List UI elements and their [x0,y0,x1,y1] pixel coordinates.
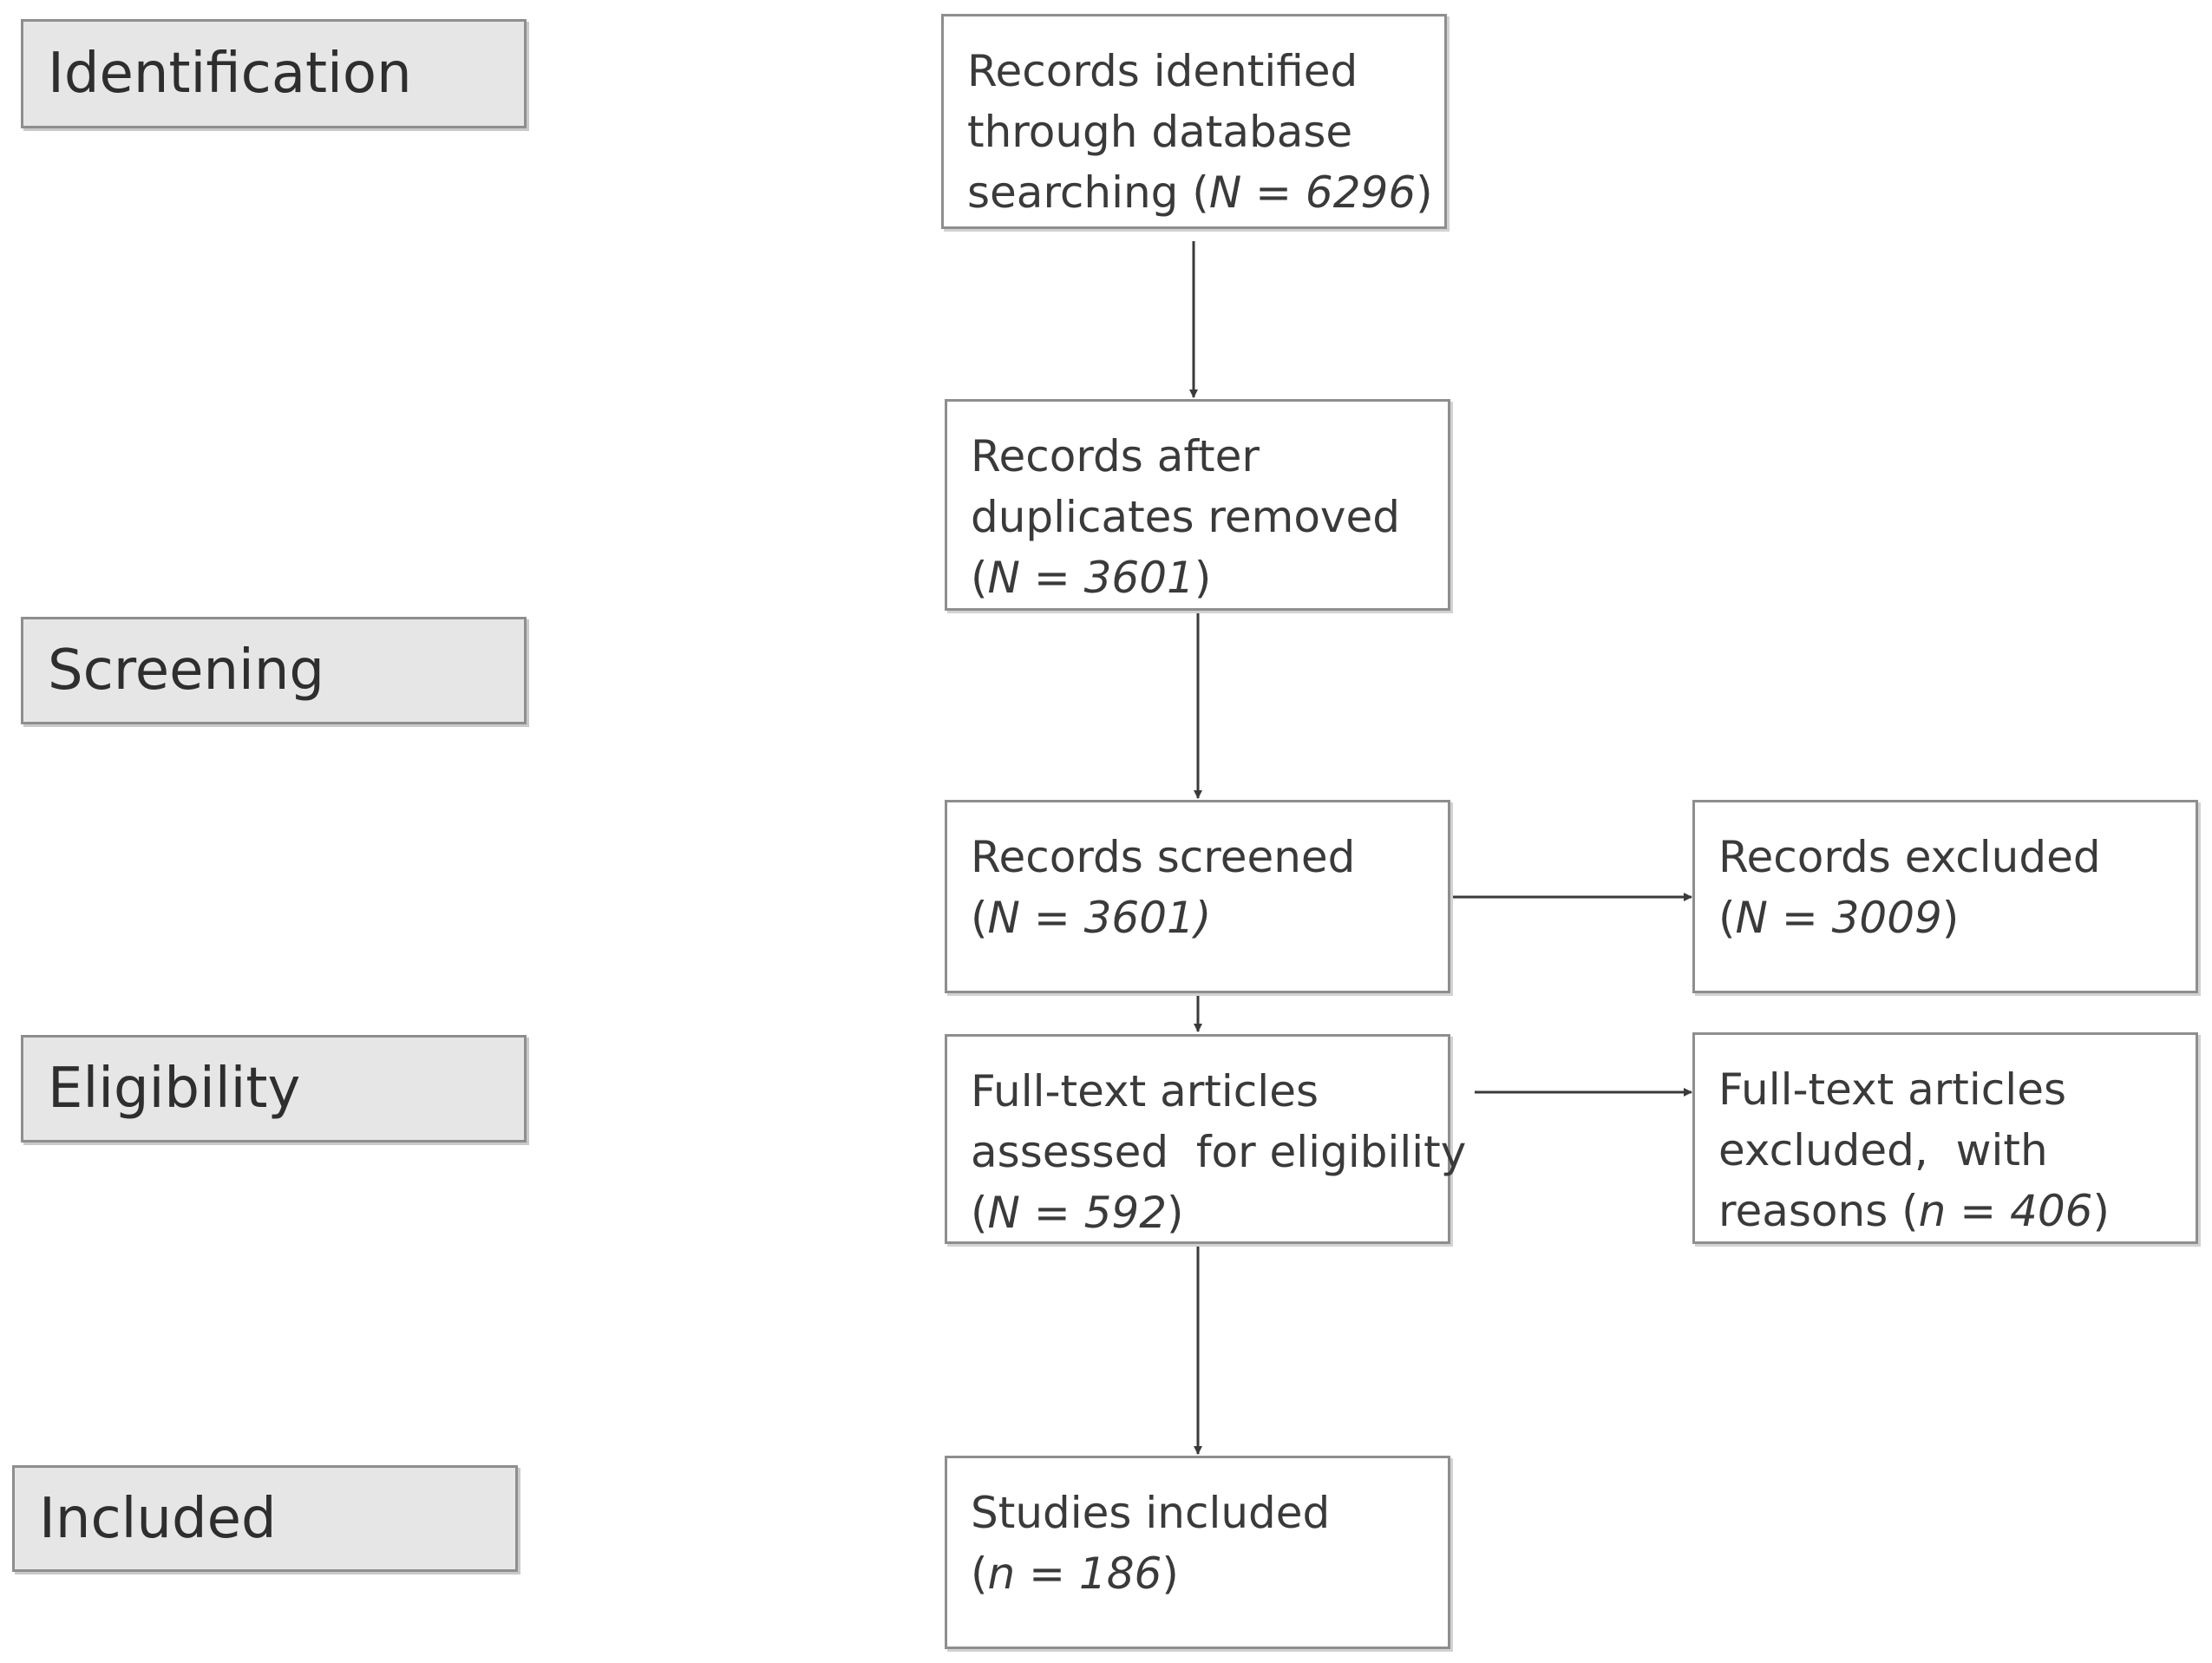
stage-label-text: Eligibility [48,1057,301,1121]
count-variable: N [987,553,1020,603]
box-count-line: (n = 186) [971,1548,1179,1599]
count-value: 3009 [1831,893,1942,943]
count-variable: N [1735,893,1768,943]
count-value: 186 [1078,1548,1162,1599]
box-line: Studies included [971,1488,1331,1538]
box-records-deduplicated: Records after duplicates removed (N = 36… [945,399,1450,611]
count-value: 592 [1083,1188,1168,1238]
box-line: assessed for eligibility [971,1127,1467,1177]
count-variable: n [1918,1186,1947,1236]
box-count-line: reasons (n = 406) [1718,1186,2110,1236]
count-value: 406 [2010,1186,2093,1236]
stage-label-included: Included [12,1465,518,1572]
box-records-identified: Records identified through database sear… [941,14,1447,229]
box-count-line: (N = 592) [971,1188,1184,1238]
stage-label-text: Identification [48,42,412,106]
box-count-line: (N = 3009) [1718,893,1960,943]
count-variable: N [1208,167,1242,218]
stage-label-identification: Identification [21,19,527,128]
box-line: excluded, with [1718,1125,2048,1175]
box-fulltext-assessed: Full-text articles assessed for eligibil… [945,1034,1467,1244]
box-count-line: (N = 3601) [971,553,1212,603]
stage-label-screening: Screening [21,617,527,724]
box-records-screened: Records screened (N = 3601) [945,800,1450,993]
box-fulltext-excluded: Full-text articles excluded, with reason… [1692,1032,2198,1244]
box-line: through database [967,107,1353,157]
count-variable: N [987,893,1020,943]
box-line: Full-text articles [1718,1064,2067,1115]
box-line: duplicates removed [971,492,1400,542]
count-value: 3601 [1083,553,1194,603]
count-variable: N [987,1188,1020,1238]
box-line: Records identified [967,46,1358,96]
box-count-line: searching (N = 6296) [967,167,1433,218]
box-count-line: (N = 3601) [971,893,1212,943]
box-line: Records after [971,431,1260,481]
count-value: 6296 [1305,167,1417,218]
stage-label-eligibility: Eligibility [21,1035,527,1142]
count-value: 3601) [1083,893,1212,943]
box-line: Records screened [971,832,1356,882]
stage-label-text: Screening [48,638,324,703]
count-variable: n [987,1548,1016,1599]
box-studies-included: Studies included (n = 186) [945,1456,1450,1649]
box-line: Full-text articles [971,1066,1319,1116]
stage-label-text: Included [39,1486,277,1551]
box-records-excluded: Records excluded (N = 3009) [1692,800,2198,993]
box-line: Records excluded [1718,832,2101,882]
